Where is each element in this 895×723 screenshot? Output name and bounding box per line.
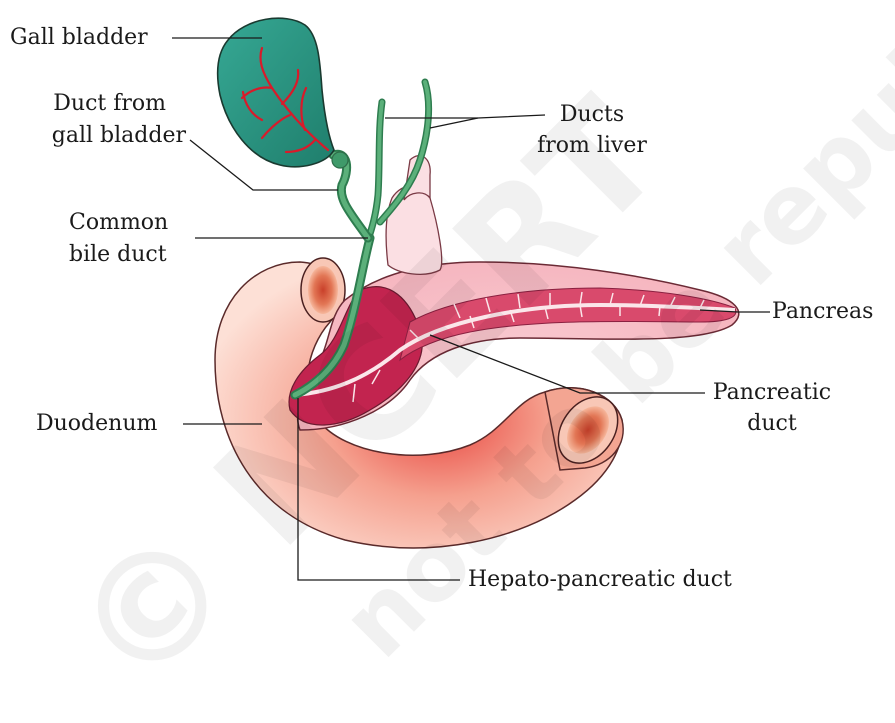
label-duodenum: Duodenum xyxy=(36,408,157,440)
stomach-stub xyxy=(386,185,442,274)
label-common-bile-duct-2: bile duct xyxy=(69,239,167,271)
label-duct-from-gall-bladder-1: Duct from xyxy=(20,88,166,120)
label-gall-bladder: Gall bladder xyxy=(10,22,148,54)
label-pancreatic-duct-2: duct xyxy=(700,408,844,440)
duodenum-upper-lumen xyxy=(308,266,338,314)
label-duct-from-gall-bladder-2: gall bladder xyxy=(20,120,186,152)
label-hepato-pancreatic-duct: Hepato-pancreatic duct xyxy=(468,564,732,596)
leader-ducts-from-liver xyxy=(385,115,545,118)
label-ducts-from-liver-2: from liver xyxy=(528,130,656,162)
label-pancreas: Pancreas xyxy=(772,296,873,328)
digestive-gland-diagram: © NCERT not to be republished Gall bladd… xyxy=(0,0,895,594)
label-ducts-from-liver-1: Ducts xyxy=(528,99,656,131)
cystic-duct-neck xyxy=(332,152,348,168)
label-common-bile-duct-1: Common xyxy=(69,207,168,239)
leader-ducts-from-liver-2 xyxy=(430,118,478,128)
label-pancreatic-duct-1: Pancreatic xyxy=(700,377,844,409)
